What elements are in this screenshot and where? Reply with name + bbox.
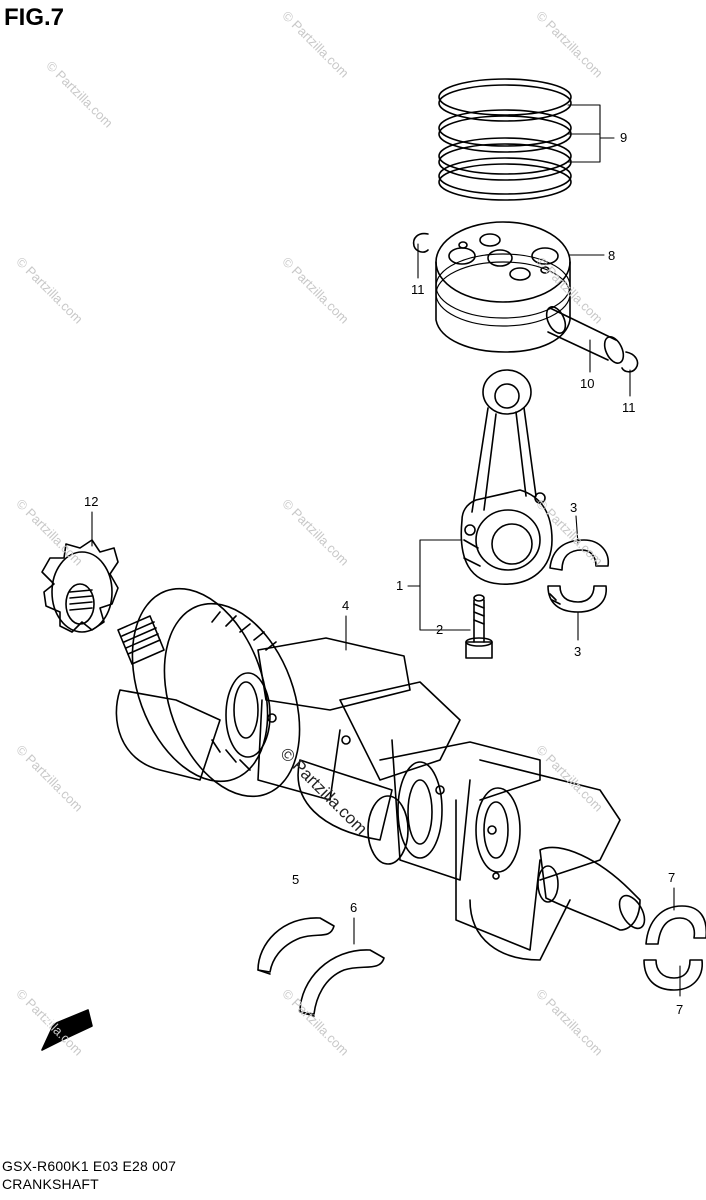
thrust-washer-6 [299,949,385,1017]
callout-11: 11 [622,400,636,415]
thrust-washer-5 [257,917,335,975]
leader-lines [91,104,681,997]
crankshaft [115,587,646,961]
callout-8: 8 [608,248,616,263]
callout-3: 3 [570,500,578,515]
callout-11: 11 [411,282,425,297]
callout-7: 7 [668,870,676,885]
connecting-rod [460,369,553,585]
circlip-left [412,232,429,253]
callout-3: 3 [574,644,582,659]
callout-7: 7 [676,1002,684,1017]
forward-arrow [41,1009,93,1051]
callout-6: 6 [350,900,358,915]
piston-pin [545,306,625,364]
figure-title: FIG.7 [4,4,65,31]
cam-sprocket [41,539,119,633]
model-code: GSX-R600K1 E03 E28 007 [2,1158,177,1174]
piston-rings [438,78,572,201]
conrod-bearing [547,539,609,613]
callout-4: 4 [342,598,350,613]
section-name: CRANKSHAFT [2,1176,99,1192]
circlip-right [621,351,639,373]
piston [435,221,571,353]
callout-5: 5 [292,872,300,887]
callout-12: 12 [84,494,99,509]
callout-2: 2 [436,622,444,637]
callout-1: 1 [396,578,404,593]
callout-10: 10 [580,376,595,391]
callout-9: 9 [620,130,628,145]
main-bearing [643,905,706,991]
conrod-bolt [465,594,493,659]
